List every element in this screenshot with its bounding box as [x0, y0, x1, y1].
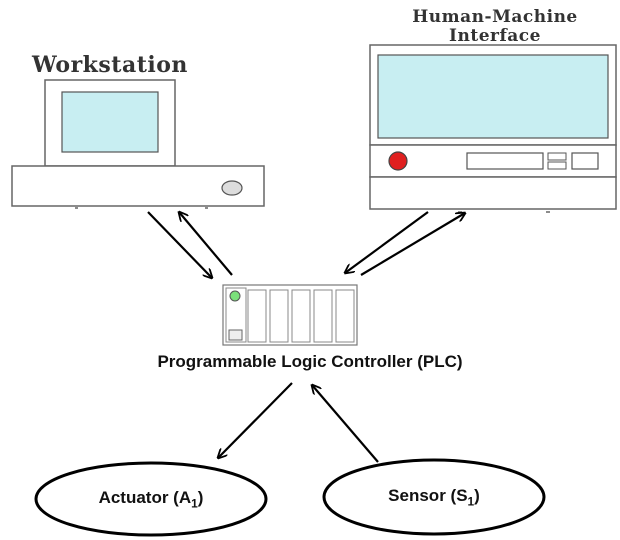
- workstation-label: Workstation: [32, 52, 188, 78]
- actuator-ellipse: [34, 461, 268, 537]
- hmi-label-line2: Interface: [449, 26, 541, 46]
- hmi-label-line1: Human-Machine: [412, 7, 578, 27]
- hmi-display-slot: [466, 152, 544, 170]
- hmi-base: [369, 176, 617, 210]
- actuator-label-subscript: 1: [191, 496, 198, 511]
- sensor-ellipse: [322, 458, 546, 536]
- sensor-label: Sensor (S1): [334, 486, 534, 508]
- hmi-label: Human-Machine Interface: [370, 8, 620, 46]
- plc-module: [222, 284, 358, 346]
- plc-label: Programmable Logic Controller (PLC): [157, 352, 463, 371]
- workstation-power-button: [221, 180, 243, 196]
- plc-port: [228, 329, 243, 341]
- emergency-stop-button: [388, 151, 408, 171]
- arrow-plc-to-hmi: [360, 213, 465, 276]
- arrow-plc-to-workstation: [179, 212, 233, 276]
- actuator-label-suffix: ): [197, 488, 204, 507]
- arrow-sensor-to-plc: [312, 385, 379, 463]
- hmi-screen: [377, 54, 609, 139]
- arrow-plc-to-actuator: [218, 382, 293, 458]
- arrow-workstation-to-plc: [147, 211, 212, 278]
- actuator-label-text: Actuator (A: [98, 488, 192, 507]
- sensor-label-subscript: 1: [467, 494, 475, 509]
- arrow-hmi-to-plc: [345, 211, 429, 273]
- plc-status-led: [229, 290, 241, 302]
- hmi-panel: [369, 44, 617, 213]
- workstation-screen: [61, 91, 159, 153]
- sensor-label-suffix: ): [474, 486, 480, 505]
- actuator-label: Actuator (A1): [50, 488, 252, 510]
- workstation-computer: [11, 79, 265, 209]
- sensor-label-text: Sensor (S: [388, 486, 468, 505]
